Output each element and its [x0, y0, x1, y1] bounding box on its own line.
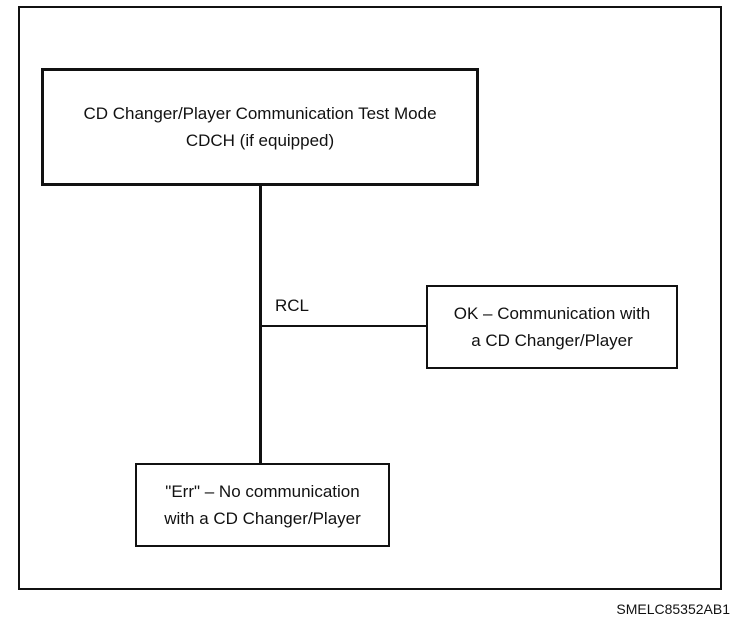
ok-result-line2: a CD Changer/Player: [471, 331, 633, 350]
connector-line-to-ok: [262, 325, 426, 327]
test-mode-subtitle: CDCH (if equipped): [185, 131, 335, 150]
ok-result-line1: OK – Communication with: [453, 304, 651, 323]
err-result-box: "Err" – No communication with a CD Chang…: [135, 463, 390, 547]
diagram-frame: [18, 6, 722, 590]
test-mode-title: CD Changer/Player Communication Test Mod…: [83, 104, 437, 123]
test-mode-box: CD Changer/Player Communication Test Mod…: [41, 68, 479, 186]
err-result-line2: with a CD Changer/Player: [164, 509, 361, 528]
figure-id: SMELC85352AB1: [616, 601, 730, 617]
connector-line-vertical: [259, 186, 262, 463]
ok-result-box: OK – Communication with a CD Changer/Pla…: [426, 285, 678, 369]
err-result-line1: "Err" – No communication: [165, 482, 360, 501]
rcl-label: RCL: [275, 296, 310, 315]
